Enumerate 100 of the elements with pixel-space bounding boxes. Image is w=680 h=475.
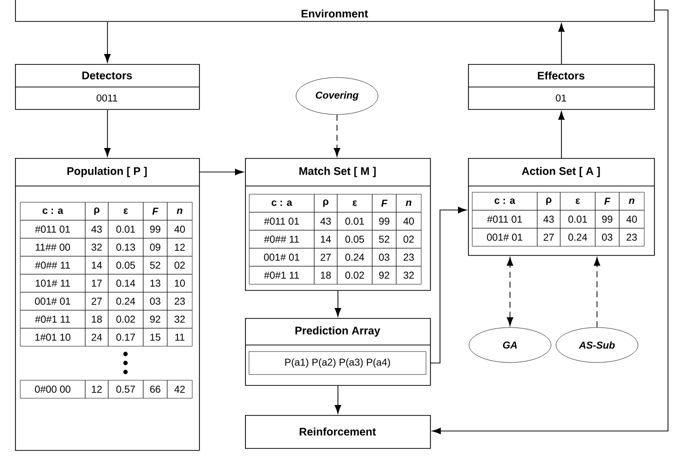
table-cell: 02 <box>167 256 192 274</box>
table-cell: ε <box>560 192 596 210</box>
table-cell: 12 <box>167 238 192 256</box>
table-cell: 99 <box>372 212 396 230</box>
table-cell: #0## 11 <box>20 256 86 274</box>
table-cell: 52 <box>143 256 168 274</box>
table-cell: 001# 01 <box>20 292 86 310</box>
table-cell: 0.01 <box>560 210 596 228</box>
table-cell: F <box>595 192 620 210</box>
table-cell: 92 <box>372 266 396 284</box>
table-cell: 0.13 <box>108 238 144 256</box>
arrow <box>558 23 565 64</box>
arrow <box>430 206 467 364</box>
table-cell: 03 <box>143 292 168 310</box>
table-cell: 0.01 <box>337 212 372 230</box>
arrow <box>334 290 342 317</box>
table-cell: 27 <box>537 228 560 246</box>
process-box: Detectors 0011 <box>14 64 200 110</box>
table-cell: 14 <box>85 256 108 274</box>
table-cell: 0.05 <box>108 256 144 274</box>
table-cell: 0#00 00 <box>20 380 86 398</box>
table-cell: 12 <box>85 380 108 398</box>
table-cell: ε <box>108 202 144 220</box>
table-cell: F <box>372 194 396 212</box>
table-cell: c : a <box>20 202 86 220</box>
process-box: Prediction Array P(a1) P(a2) P(a3) P(a4) <box>244 318 431 386</box>
table-cell: 0.24 <box>337 248 372 266</box>
table-cell: 23 <box>619 228 644 246</box>
table-cell: 40 <box>619 210 644 228</box>
table-cell: 001# 01 <box>249 248 314 266</box>
table-cell: 17 <box>85 274 108 292</box>
table-cell: c : a <box>249 194 314 212</box>
process-box: Effectors 01 <box>468 64 655 110</box>
table-cell: 09 <box>143 238 168 256</box>
table-cell: 43 <box>85 220 108 238</box>
table-cell: 18 <box>314 266 338 284</box>
table-cell: 43 <box>537 210 560 228</box>
table-cell: 99 <box>595 210 620 228</box>
arrow <box>104 21 111 63</box>
table-cell: 0.01 <box>108 220 144 238</box>
table-cell: 0.02 <box>337 266 372 284</box>
table-cell: 0.57 <box>108 380 144 398</box>
arrow <box>199 168 244 176</box>
table-cell: 43 <box>314 212 338 230</box>
table-cell: 1#01 10 <box>20 328 86 346</box>
table-cell: #011 01 <box>20 220 86 238</box>
arrow <box>334 385 342 414</box>
table-cell: 13 <box>143 274 168 292</box>
table-cell: 02 <box>396 230 422 248</box>
table-cell: 11 <box>167 328 192 346</box>
table-cell: 03 <box>372 248 396 266</box>
table-cell: 32 <box>85 238 108 256</box>
table-cell: 40 <box>396 212 422 230</box>
table-cell: ρ <box>537 192 560 210</box>
table-cell: ρ <box>314 194 338 212</box>
table-cell: 0.17 <box>108 328 144 346</box>
table-cell: 92 <box>143 310 168 328</box>
table-cell: 32 <box>396 266 422 284</box>
table-cell: F <box>143 202 168 220</box>
table-cell: #011 01 <box>472 210 538 228</box>
table-cell: 42 <box>167 380 192 398</box>
table-cell: ε <box>337 194 372 212</box>
table-cell: 14 <box>314 230 338 248</box>
table-cell: 0.14 <box>108 274 144 292</box>
table-cell: 101# 11 <box>20 274 86 292</box>
table-cell: 40 <box>167 220 192 238</box>
table-cell: 10 <box>167 274 192 292</box>
table-cell: n <box>396 194 422 212</box>
process-box: Environment <box>15 0 655 22</box>
table-cell: 99 <box>143 220 168 238</box>
arrow <box>506 257 514 326</box>
arrow <box>594 257 600 328</box>
table-cell: 001# 01 <box>472 228 538 246</box>
table-cell: n <box>619 192 644 210</box>
table-cell: 0.24 <box>108 292 144 310</box>
table-cell: 0.05 <box>337 230 372 248</box>
arrow <box>334 114 340 157</box>
table-cell: 24 <box>85 328 108 346</box>
table-cell: #0#1 11 <box>20 310 86 328</box>
table-cell: #0## 11 <box>249 230 314 248</box>
arrow <box>558 111 565 158</box>
table-cell: 03 <box>595 228 620 246</box>
process-box: Reinforcement <box>245 415 431 449</box>
table-cell: c : a <box>472 192 538 210</box>
table-cell: #011 01 <box>249 212 314 230</box>
table-cell: 52 <box>372 230 396 248</box>
table-cell: 66 <box>143 380 168 398</box>
table-cell: 0.24 <box>560 228 596 246</box>
table-cell: 23 <box>167 292 192 310</box>
arrow <box>104 109 111 157</box>
table-cell: ρ <box>85 202 108 220</box>
table-cell: 11## 00 <box>20 238 86 256</box>
table-cell: n <box>167 202 192 220</box>
table-cell: 27 <box>314 248 338 266</box>
table-cell: 0.02 <box>108 310 144 328</box>
table-cell: 18 <box>85 310 108 328</box>
table-cell: 32 <box>167 310 192 328</box>
table-cell: 27 <box>85 292 108 310</box>
table-cell: 15 <box>143 328 168 346</box>
table-cell: 23 <box>396 248 422 266</box>
